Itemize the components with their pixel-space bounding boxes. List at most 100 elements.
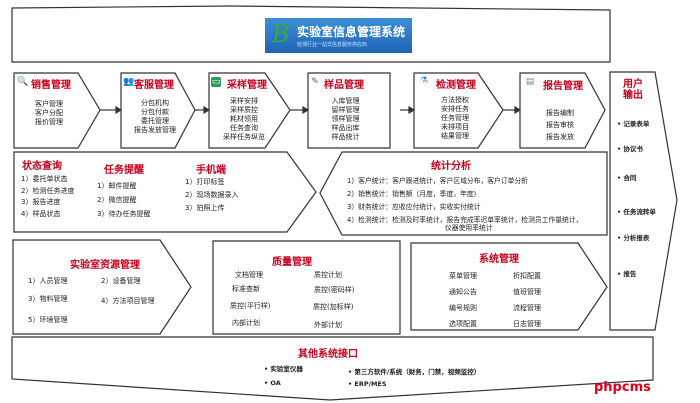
list-item: 1）邮件提醒 [97, 182, 137, 190]
list-item: 通知公告 [449, 288, 477, 296]
list-item: 1）打印标签 [185, 178, 225, 186]
list-item: 领样管理 [331, 115, 360, 123]
flow-title-sample: 样品管理 [324, 80, 364, 91]
list-item: 2）设备管理 [101, 277, 141, 285]
list-item: 4）样品状态 [21, 209, 61, 218]
list-item: 报告编制 [546, 109, 574, 117]
list-item: 报告 [617, 268, 636, 278]
list-item: 安排任务 [441, 105, 469, 113]
stats-items: 1）客户统计：客户跟进统计，客户区域分布，客户订单分析 2）销售统计：销售额（月度… [347, 175, 582, 232]
top-frame [11, 5, 611, 63]
list-item: 1）客户统计：客户跟进统计，客户区域分布，客户订单分析 [347, 177, 529, 185]
list-item: 4）检测统计：检测及时率统计，报告完成率迟单率统计，检测员工作量统计， [347, 216, 583, 224]
flow-title-testing: 检测管理 [436, 80, 476, 91]
list-item: 3）财务统计：应收应付统计，实收实付统计 [347, 203, 481, 211]
list-item: OA [264, 379, 280, 387]
list-item: 4）方法项目管理 [101, 297, 155, 305]
list-item: 任务流转单 [617, 206, 656, 216]
list-item: 报告发放管理 [134, 126, 176, 134]
stats-box [319, 151, 608, 236]
flow-box-testing [413, 72, 504, 149]
list-item: 任务查询 [230, 124, 258, 132]
flow-title-sampling: 采样管理 [227, 80, 267, 91]
list-item: 外部计划 [314, 321, 342, 329]
list-item: 2）检测任务进度 [21, 186, 75, 195]
list-item: 3）拍照上传 [185, 204, 225, 212]
list-item: 2）现场数据录入 [185, 191, 239, 199]
list-item: 实验室仪器 [264, 363, 303, 373]
list-item: 文档管理 [235, 271, 263, 279]
list-item: 质控计划 [314, 271, 342, 279]
list-item: 菜单管理 [449, 272, 477, 280]
list-item: 质控(密码样) [314, 286, 355, 294]
list-item: 样品统计 [331, 133, 360, 141]
list-item: 采样质控 [230, 106, 258, 114]
list-item: 任务管理 [441, 114, 469, 122]
list-item: 协议书 [617, 143, 643, 153]
status-box [13, 151, 317, 233]
resource-title: 实验室资源管理 [70, 260, 140, 271]
list-item: 合同 [617, 172, 636, 182]
flow-items-service: 分包机构分包付款委托管理报告发放管理 [125, 99, 185, 135]
list-item: 流程管理 [513, 304, 541, 312]
mobile-items: 1）打印标签 2）现场数据录入 3）拍照上传 [185, 176, 238, 215]
flow-box-report [519, 72, 606, 149]
list-item: 1）委托单状态 [21, 175, 68, 183]
quality-title: 质量管理 [272, 257, 312, 268]
company-logo: B [272, 20, 290, 48]
list-item: 内部计划 [232, 319, 260, 327]
list-item: 3）物料管理 [28, 295, 68, 303]
list-item: 记录表单 [617, 118, 649, 128]
status-items: 1）委托单状态 2）检测任务进度 3）报告进度 4）样品状态 [21, 174, 74, 220]
list-item: 分包机构 [141, 99, 169, 107]
list-item: 未排项目 [441, 123, 469, 131]
mobile-title: 手机端 [196, 165, 226, 176]
system-items-right: 折扣配置值班管理流程管理日志管理 [513, 268, 541, 332]
system-box [410, 242, 608, 331]
flow-items-sales: 客户管理客户分配报价管理 [24, 100, 74, 127]
list-item: 值班管理 [513, 288, 541, 296]
user-output-title-line1: 用户 [623, 79, 643, 90]
reminder-items: 1）邮件提醒 2）微信提醒 3）待办任务提醒 [97, 179, 150, 221]
list-item: 分析报表 [617, 232, 649, 242]
list-item: 2）微信提醒 [97, 196, 137, 204]
list-item: 3）报告进度 [21, 198, 61, 206]
reminder-title: 任务提醒 [104, 165, 144, 176]
pencil-icon: ✎ [311, 77, 319, 87]
list-item: 日志管理 [513, 320, 541, 328]
list-item: 客户管理 [35, 100, 63, 108]
flow-items-sample: 入库管理留样管理领样管理样品出库样品统计 [318, 97, 373, 142]
list-item: 客户分配 [35, 109, 63, 117]
list-item: 编号规则 [449, 304, 477, 312]
list-item: 报价管理 [35, 118, 63, 126]
flow-box-sample [307, 72, 391, 149]
document-search-icon: 🔍 [17, 77, 29, 87]
users-icon: 👥 [123, 77, 135, 87]
list-item: 报告发放 [546, 133, 574, 141]
list-item: 标准查新 [232, 285, 260, 293]
list-item: 方法授权 [441, 96, 469, 104]
list-item: 5）环境管理 [28, 316, 68, 324]
report-icon: ▤ [525, 77, 535, 87]
list-item: 折扣配置 [513, 272, 541, 280]
resource-box [12, 239, 192, 335]
list-item: 样品出库 [331, 124, 360, 132]
list-item: 结果管理 [441, 132, 469, 140]
user-output-title: 用户输出 [623, 79, 643, 101]
list-item: 第三方软件/系统（财务，门禁，视频监控） [348, 366, 480, 376]
list-item: 2）销售统计：销售额（月度，季度，年度） [347, 190, 481, 198]
interfaces-title: 其他系统接口 [298, 349, 358, 360]
user-output-box [609, 71, 678, 331]
page-subtitle: 检测行业一站式信息服务供应商 [297, 42, 368, 48]
system-banner: B 实验室信息管理系统 检测行业一站式信息服务供应商 [265, 18, 412, 53]
watermark: phpcms [594, 380, 651, 395]
list-item: 质控(平行样) [230, 302, 271, 310]
flow-title-sales: 销售管理 [31, 80, 71, 91]
system-items-left: 菜单管理通知公告编号规则选项配置 [449, 268, 477, 332]
flow-box-sampling [208, 72, 291, 149]
flow-box-sales [13, 72, 101, 149]
list-item: 3）待办任务提醒 [97, 210, 151, 218]
list-item: 报告审核 [546, 121, 574, 129]
interface-box [11, 336, 654, 401]
